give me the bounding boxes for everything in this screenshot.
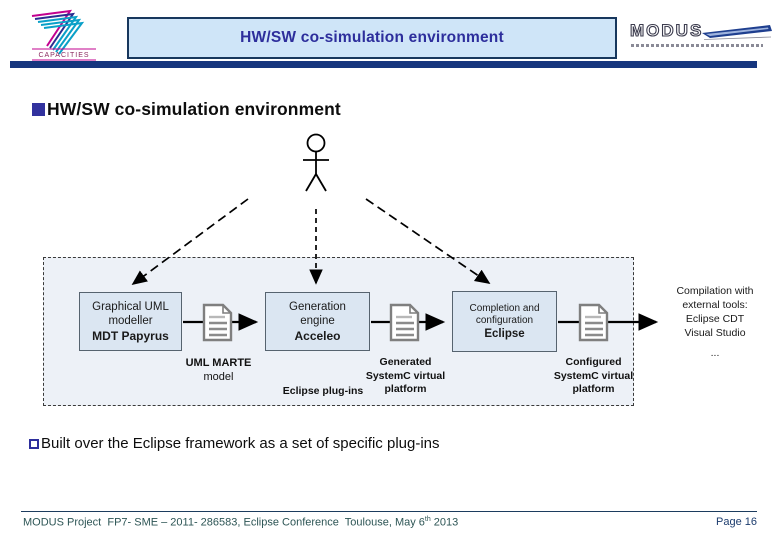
capacities-label: CAPACITIES — [38, 52, 89, 59]
label-line: Generated — [379, 356, 432, 368]
box-line: Graphical UML — [92, 300, 169, 313]
heading-bullet-icon — [32, 103, 45, 116]
page-number: Page 16 — [716, 516, 757, 528]
box-generation-engine: Generation engine Acceleo — [265, 292, 370, 351]
sme-swoosh-icon — [702, 25, 772, 40]
modus-logo: MODUS — [629, 20, 704, 51]
modus-tagline-strip — [631, 44, 763, 47]
footer-text: 2013 — [430, 516, 459, 529]
label-configured-platform: Configured SystemC virtual platform — [541, 356, 646, 397]
actor-icon — [303, 133, 329, 192]
box-line: Generation — [289, 300, 346, 313]
footer-text: MODUS Project FP7- SME – 2011- 286583, E… — [23, 516, 425, 529]
box-tool-name: Acceleo — [294, 328, 341, 343]
label-line: UML MARTE — [185, 357, 252, 369]
eclipse-plugins-label: Eclipse plug-ins — [282, 385, 364, 397]
box-line: Completion and — [469, 302, 540, 314]
hollow-square-bullet-icon — [29, 438, 39, 449]
bullet-text: Built over the Eclipse framework as a se… — [41, 435, 440, 452]
external-tools-note: Compilation with external tools: Eclipse… — [662, 284, 768, 360]
document-icon — [578, 303, 609, 342]
document-icon — [202, 303, 233, 342]
slide-title-bar: HW/SW co-simulation environment — [127, 17, 617, 59]
footer-superscript: th — [424, 516, 431, 523]
document-icon — [389, 303, 420, 342]
fp7-capacities-logo-icon: CAPACITIES — [31, 9, 96, 61]
note-line: Eclipse CDT — [685, 313, 745, 325]
label-line: Configured — [565, 356, 622, 368]
header-divider-bar — [10, 61, 757, 68]
section-heading: HW/SW co-simulation environment — [32, 99, 341, 120]
box-completion-configuration: Completion and configuration Eclipse — [452, 291, 557, 352]
label-generated-platform: Generated SystemC virtual platform — [353, 356, 458, 397]
note-line: external tools: — [682, 299, 748, 311]
box-graphical-uml-modeller: Graphical UML modeller MDT Papyrus — [79, 292, 182, 351]
note-line: ... — [710, 347, 720, 359]
box-tool-name: Eclipse — [484, 327, 525, 340]
label-line: platform — [572, 383, 615, 395]
bullet-statement: Built over the Eclipse framework as a se… — [29, 435, 440, 452]
modus-logo-text: MODUS — [629, 20, 704, 40]
label-line: SystemC virtual — [365, 369, 446, 382]
slide-title-text: HW/SW co-simulation environment — [240, 29, 504, 46]
note-line: Compilation with — [676, 285, 754, 297]
heading-text: HW/SW co-simulation environment — [47, 99, 341, 119]
label-line: platform — [384, 383, 427, 395]
box-tool-name: MDT Papyrus — [92, 328, 169, 343]
label-line: model — [203, 370, 234, 383]
note-line: Visual Studio — [684, 327, 746, 339]
label-uml-marte-model: UML MARTE model — [171, 357, 266, 384]
label-line: SystemC virtual — [553, 369, 634, 382]
footer-project-info: MODUS Project FP7- SME – 2011- 286583, E… — [23, 516, 458, 529]
footer-divider — [21, 511, 757, 512]
box-line: configuration — [475, 315, 534, 327]
box-line: engine — [300, 315, 335, 328]
box-line: modeller — [108, 315, 153, 328]
